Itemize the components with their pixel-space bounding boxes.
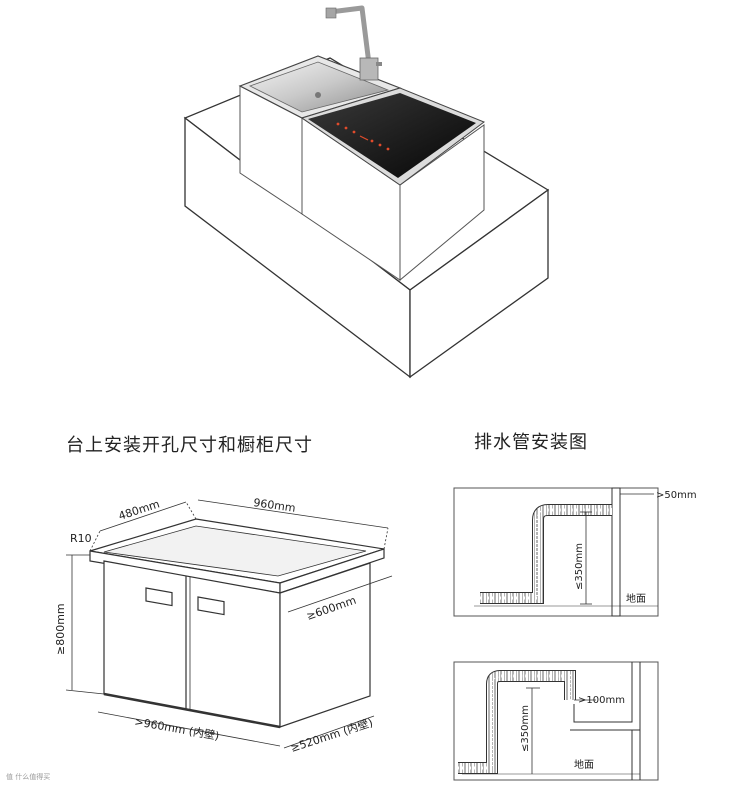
- drain-top-height: ≤350mm: [574, 543, 585, 590]
- dim-radius-r10: R10: [70, 532, 92, 545]
- dim-height-800mm: ≥800mm: [54, 603, 67, 655]
- countertop-side: [409, 188, 549, 379]
- drain-top-floor-label: 地面: [626, 592, 646, 605]
- sink-unit-illustration: [183, 5, 550, 379]
- drain-bottom-gap: >100mm: [578, 695, 625, 706]
- sink-opening: [103, 525, 367, 577]
- dim-480mm: 480mm: [117, 497, 161, 522]
- dim-960mm-top: 960mm: [253, 496, 297, 515]
- cabinet-dimension-lines: [65, 499, 393, 749]
- left-door-handle: [145, 587, 173, 607]
- drain-diagram-floor-outlet: [453, 661, 659, 781]
- drain-pipe-heading: 排水管安装图: [474, 432, 588, 453]
- appliance-body-side: [399, 124, 485, 282]
- watermark: 值 什么值得买: [6, 772, 50, 781]
- drain-bottom-floor-label: 地面: [574, 758, 594, 771]
- right-door-handle: [197, 596, 225, 616]
- cabinet-diagram: [89, 518, 385, 729]
- sink-basin: [248, 61, 390, 113]
- cooktop-controls: [336, 122, 390, 151]
- drain-bottom-height: ≤350mm: [520, 705, 531, 752]
- cabinet-dimensions-heading: 台上安装开孔尺寸和橱柜尺寸: [66, 435, 313, 456]
- faucet-icon: [325, 5, 382, 81]
- dim-bottom-width: >960mm (内壁): [133, 714, 220, 743]
- drain-diagram-wall-outlet: [453, 487, 659, 617]
- dim-bottom-depth: ≥520mm (内壁): [289, 715, 375, 755]
- drain-top-gap: >50mm: [656, 490, 697, 501]
- rim-side-edge: [279, 548, 385, 594]
- cabinet-side: [279, 562, 371, 728]
- cooktop-glass: [308, 93, 476, 178]
- drain-hole-icon: [315, 92, 321, 98]
- wall-section: [611, 487, 621, 617]
